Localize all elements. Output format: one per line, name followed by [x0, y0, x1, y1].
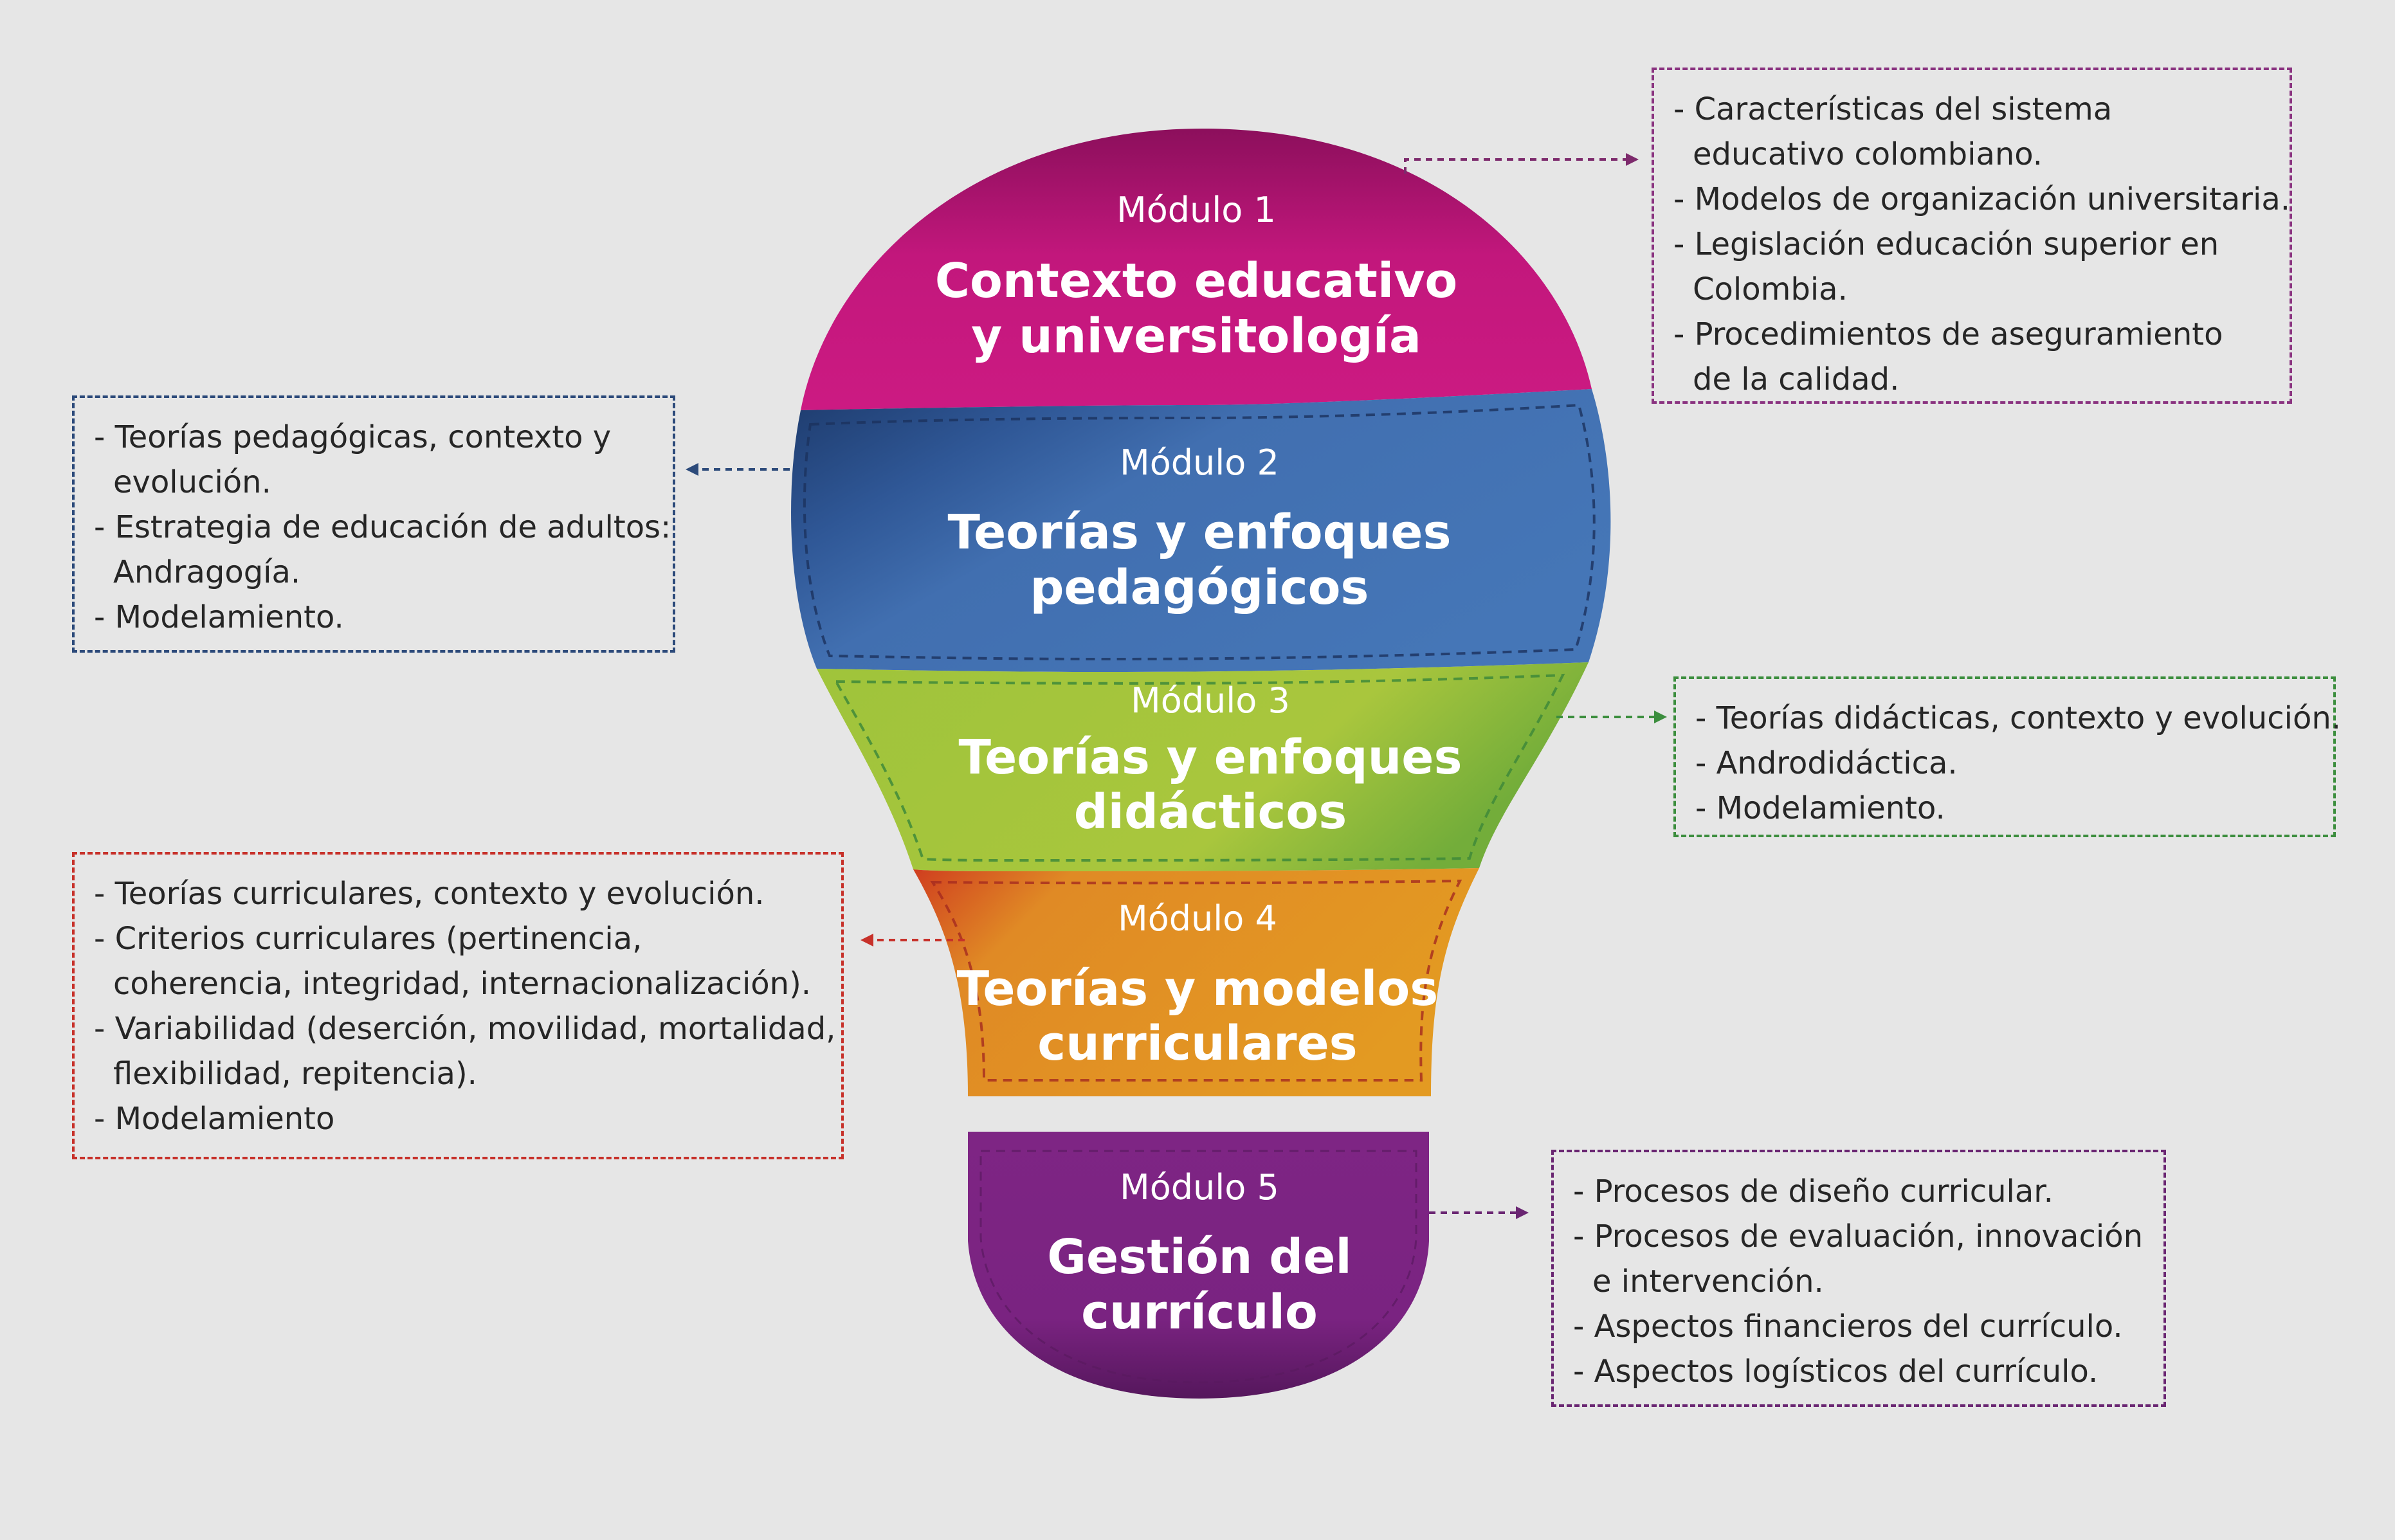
module-2-topic-1-line-2: evolución. [113, 464, 271, 500]
module-2-topic-1: - Teorías pedagógicas, contexto y evoluc… [94, 415, 653, 505]
module-4-topic-2-line-1: - Criterios curriculares (pertinencia, [94, 921, 642, 957]
module-4-topic-2-line-2: coherencia, integridad, internacionaliza… [113, 966, 812, 1002]
module-1-topic-2: - Modelos de organización universitaria. [1673, 177, 2291, 222]
module-4-topics-box: - Teorías curriculares, contexto y evolu… [72, 852, 844, 1159]
module-1-topic-1-line-2: educativo colombiano. [1693, 136, 2043, 172]
module-2-topic-1-line-1: - Teorías pedagógicas, contexto y [94, 419, 612, 455]
connector-module-1 [1404, 158, 1634, 174]
module-1-topic-3: - Legislación educación superior en Colo… [1673, 222, 2270, 312]
module-1-topics-box: - Características del sistema educativo … [1652, 68, 2292, 404]
module-5-segment [968, 1132, 1429, 1399]
module-3-segment [817, 662, 1589, 871]
module-5-dashed-outline [979, 1150, 1417, 1384]
module-1-topic-2-line-1: - Modelos de organización universitaria. [1673, 181, 2291, 217]
module-3-number: Módulo 3 [1131, 680, 1290, 721]
module-2-title-line-1: Teorías y enfoques [947, 505, 1451, 560]
module-1-topic-1-line-1: - Características del sistema [1673, 91, 2113, 127]
module-4-topic-3: - Variabilidad (deserción, movilidad, mo… [94, 1006, 836, 1096]
module-2-segment [791, 389, 1611, 672]
module-4-topic-4-line-1: - Modelamiento [94, 1101, 335, 1137]
module-5-topic-3-line-1: - Aspectos financieros del currículo. [1573, 1309, 2123, 1345]
module-3-topic-2: - Androdidáctica. [1695, 741, 2314, 786]
module-1-topic-4-line-1: - Procedimientos de aseguramiento [1673, 316, 2223, 352]
module-1-topic-3-line-2: Colombia. [1693, 271, 1848, 307]
module-5-topic-2-line-1: - Procesos de evaluación, innovación [1573, 1218, 2143, 1255]
module-5-title-line-1: Gestión del [1047, 1229, 1352, 1285]
module-4-segment [913, 868, 1479, 1096]
module-2-dashed-outline [803, 403, 1596, 661]
module-5-topic-3: - Aspectos financieros del currículo. [1573, 1304, 2144, 1349]
module-4-topic-3-line-2: flexibilidad, repitencia). [113, 1056, 477, 1092]
module-3-topic-1-line-1: - Teorías didácticas, contexto y evoluci… [1695, 700, 2341, 736]
module-2-topic-2: - Estrategia de educación de adultos: An… [94, 505, 671, 595]
module-1-topic-3-line-1: - Legislación educación superior en [1673, 226, 2219, 262]
module-4-topic-3-line-1: - Variabilidad (deserción, movilidad, mo… [94, 1011, 836, 1047]
module-1-title-line-2: y universitología [971, 309, 1421, 364]
module-2-number: Módulo 2 [1120, 442, 1279, 483]
module-5-topics-box: - Procesos de diseño curricular. - Proce… [1551, 1150, 2166, 1407]
module-3-topic-3: - Modelamiento. [1695, 786, 2314, 831]
module-4-number: Módulo 4 [1118, 898, 1277, 939]
module-5-title-line-2: currículo [1081, 1285, 1318, 1340]
module-4-title-line-1: Teorías y modelos [957, 961, 1439, 1017]
module-2-topics-box: - Teorías pedagógicas, contexto y evoluc… [72, 395, 675, 653]
arrow-head-module-1 [1626, 153, 1639, 166]
module-4-dashed-outline [930, 879, 1462, 1082]
module-3-topics-box: - Teorías didácticas, contexto y evoluci… [1673, 676, 2341, 837]
module-5-topic-4: - Aspectos logísticos del currículo. [1573, 1349, 2144, 1394]
module-4-topic-1-line-1: - Teorías curriculares, contexto y evolu… [94, 876, 765, 912]
module-3-title-line-2: didácticos [1074, 784, 1347, 840]
module-3-title-line-1: Teorías y enfoques [958, 730, 1462, 785]
module-2-title-line-2: pedagógicos [1030, 560, 1369, 615]
arrow-head-module-5 [1516, 1206, 1529, 1219]
module-1-number: Módulo 1 [1116, 190, 1276, 230]
arrow-head-module-3 [1654, 711, 1667, 723]
module-2-topic-3-line-1: - Modelamiento. [94, 599, 344, 635]
module-1-topic-1: - Características del sistema educativo … [1673, 87, 2270, 177]
module-2-topic-2-line-1: - Estrategia de educación de adultos: [94, 509, 671, 545]
module-5-topic-1-line-1: - Procesos de diseño curricular. [1573, 1173, 2054, 1209]
module-2-topic-3: - Modelamiento. [94, 595, 653, 640]
module-5-topic-1: - Procesos de diseño curricular. [1573, 1169, 2144, 1214]
arrow-head-module-2 [686, 463, 698, 476]
module-5-topic-2: - Procesos de evaluación, innovación e i… [1573, 1214, 2144, 1304]
module-2-topic-2-line-2: Andragogía. [113, 554, 301, 590]
module-5-topic-4-line-1: - Aspectos logísticos del currículo. [1573, 1354, 2099, 1390]
module-5-topic-2-line-2: e intervención. [1592, 1264, 1824, 1300]
module-3-topic-3-line-1: - Modelamiento. [1695, 790, 1945, 826]
module-1-topic-4-line-2: de la calidad. [1693, 361, 1900, 397]
module-1-title-line-1: Contexto educativo [935, 253, 1458, 309]
module-3-dashed-outline [833, 673, 1565, 862]
module-5-number: Módulo 5 [1120, 1167, 1279, 1208]
module-3-topic-2-line-1: - Androdidáctica. [1695, 745, 1958, 781]
module-4-topic-1: - Teorías curriculares, contexto y evolu… [94, 871, 822, 916]
module-4-title-line-2: curriculares [1037, 1016, 1357, 1071]
arrow-head-module-4 [861, 934, 873, 947]
module-1-segment [801, 129, 1592, 410]
module-4-topic-2: - Criterios curriculares (pertinencia, c… [94, 916, 822, 1006]
module-1-topic-4: - Procedimientos de aseguramiento de la … [1673, 312, 2270, 402]
module-4-topic-4: - Modelamiento [94, 1096, 822, 1141]
module-3-topic-1: - Teorías didácticas, contexto y evoluci… [1695, 696, 2341, 741]
